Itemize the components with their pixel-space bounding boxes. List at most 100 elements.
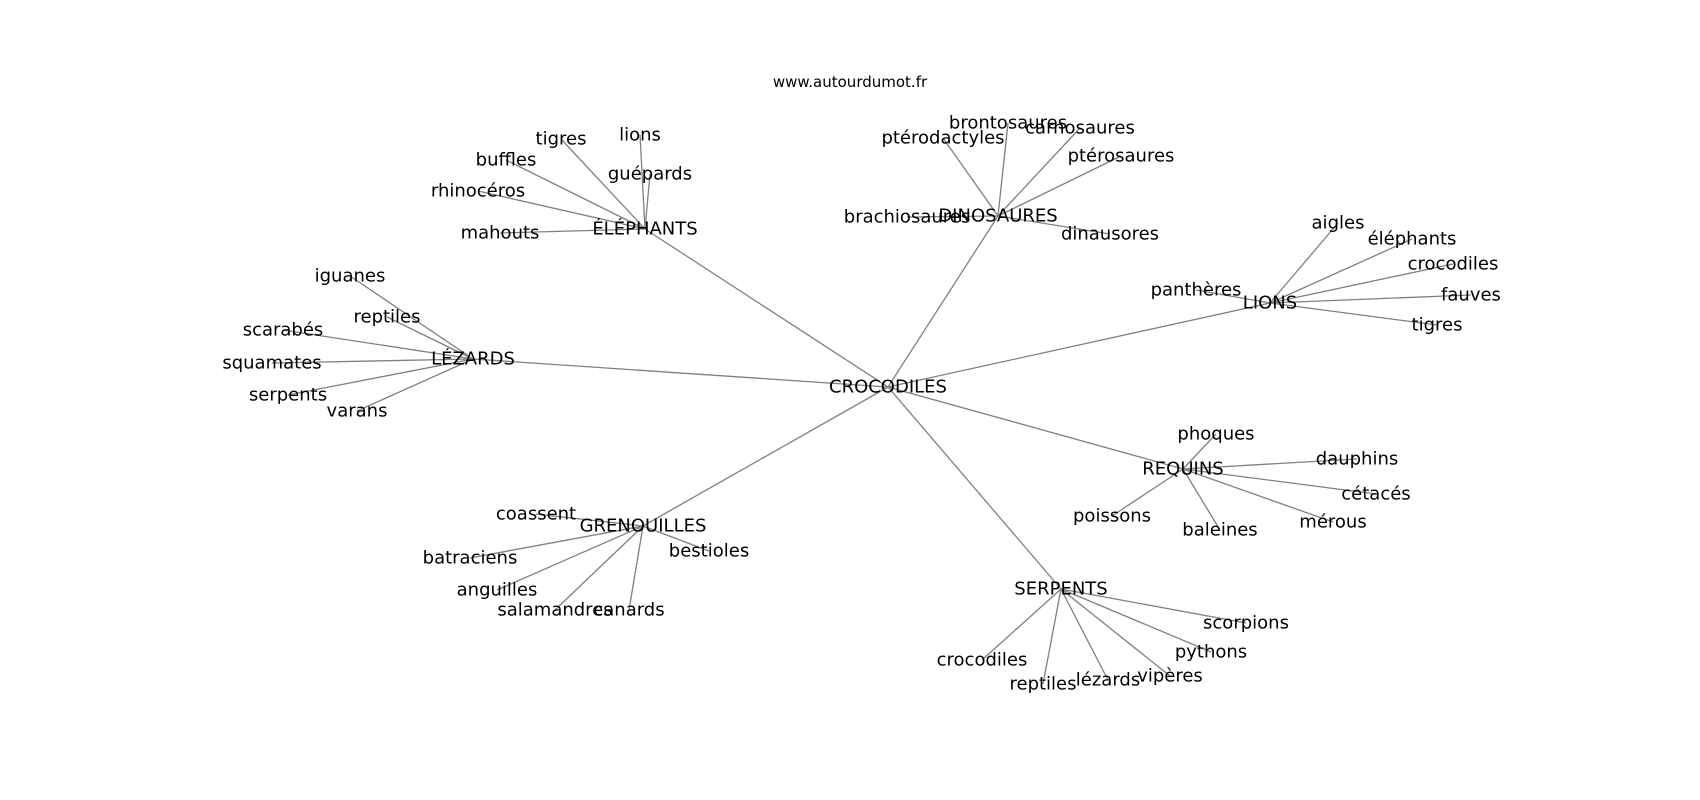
node-leaf-label: tigres bbox=[1412, 315, 1463, 336]
edge-hub-to-leaf bbox=[639, 134, 646, 230]
edge-hub-to-leaf bbox=[505, 159, 646, 230]
node-leaf-label: lions bbox=[619, 125, 661, 146]
edge-hub-to-leaf bbox=[349, 275, 474, 360]
edges-layer bbox=[271, 122, 1472, 685]
edge-hub-to-leaf bbox=[997, 215, 1111, 235]
edge-hub-to-leaf bbox=[287, 358, 474, 396]
edge-hub-to-leaf bbox=[1182, 433, 1217, 470]
edge-center-to-hub bbox=[887, 215, 999, 388]
edge-hub-to-leaf bbox=[1060, 588, 1171, 677]
node-leaf-label: squamates bbox=[222, 353, 321, 374]
node-leaf-label: dinausores bbox=[1061, 224, 1159, 245]
edge-hub-to-leaf bbox=[1269, 238, 1413, 304]
source-caption: www.autourdumot.fr bbox=[772, 73, 928, 91]
edge-center-to-hub bbox=[887, 386, 1184, 470]
edge-hub-to-leaf bbox=[1060, 588, 1109, 681]
edge-hub-to-leaf bbox=[906, 215, 999, 218]
node-leaf-label: anguilles bbox=[457, 580, 538, 601]
node-leaf-label: lézards bbox=[1076, 670, 1140, 691]
node-leaf-label: brachiosaures bbox=[844, 207, 970, 228]
edge-hub-to-leaf bbox=[1182, 468, 1221, 531]
node-leaf-label: canards bbox=[593, 600, 664, 621]
edge-hub-to-leaf bbox=[386, 316, 474, 360]
node-hub-label: LIONS bbox=[1243, 293, 1297, 314]
node-leaf-label: scorpions bbox=[1203, 613, 1289, 634]
node-leaf-label: batraciens bbox=[423, 548, 518, 569]
edge-hub-to-leaf bbox=[1195, 289, 1271, 304]
node-leaf-label: serpents bbox=[249, 385, 327, 406]
edge-hub-to-leaf bbox=[1269, 263, 1454, 304]
edge-center-to-hub bbox=[472, 358, 889, 388]
edge-hub-to-leaf bbox=[554, 525, 644, 611]
edge-hub-to-leaf bbox=[356, 358, 474, 412]
node-leaf-label: bestioles bbox=[669, 541, 749, 562]
edge-hub-to-leaf bbox=[942, 137, 999, 217]
node-hub-label: DINOSAURES bbox=[938, 206, 1057, 227]
edge-hub-to-leaf bbox=[1182, 468, 1377, 495]
node-leaf-label: rhinocéros bbox=[431, 181, 525, 202]
node-leaf-label: phoques bbox=[1177, 424, 1254, 445]
edge-hub-to-leaf bbox=[282, 329, 474, 360]
edge-hub-to-leaf bbox=[1042, 588, 1062, 685]
node-leaf-label: fauves bbox=[1441, 285, 1501, 306]
node-leaf-label: panthères bbox=[1151, 280, 1242, 301]
edge-center-to-hub bbox=[642, 386, 889, 527]
edge-hub-to-leaf bbox=[535, 513, 644, 527]
node-leaf-label: scarabés bbox=[243, 320, 324, 341]
node-leaf-label: reptiles bbox=[1009, 674, 1076, 695]
edge-hub-to-leaf bbox=[1060, 588, 1212, 653]
node-leaf-label: reptiles bbox=[353, 307, 420, 328]
edge-hub-to-leaf bbox=[560, 138, 646, 230]
edge-hub-to-leaf bbox=[499, 228, 646, 234]
node-leaf-label: dauphins bbox=[1316, 449, 1399, 470]
edge-hub-to-leaf bbox=[997, 155, 1122, 217]
node-leaf-label: coassent bbox=[496, 504, 576, 525]
edge-hub-to-leaf bbox=[1060, 588, 1247, 624]
edge-hub-to-leaf bbox=[469, 525, 644, 559]
edge-hub-to-leaf bbox=[981, 588, 1062, 661]
edge-center-to-hub bbox=[887, 386, 1062, 590]
node-hub-label: GRENOUILLES bbox=[580, 516, 707, 537]
edge-hub-to-leaf bbox=[1182, 458, 1358, 470]
node-leaf-label: ptérosaures bbox=[1068, 146, 1175, 167]
node-hub-label: REQUINS bbox=[1142, 459, 1223, 480]
edge-hub-to-leaf bbox=[1269, 294, 1472, 304]
node-leaf-label: mérous bbox=[1299, 512, 1366, 533]
edge-center-to-hub bbox=[644, 228, 889, 388]
edge-hub-to-leaf bbox=[1111, 468, 1184, 517]
edge-hub-to-leaf bbox=[1269, 222, 1339, 304]
node-leaf-label: salamandres bbox=[497, 600, 612, 621]
node-leaf-label: varans bbox=[327, 401, 388, 422]
node-leaf-label: tigres bbox=[536, 129, 587, 150]
edge-hub-to-leaf bbox=[642, 525, 710, 552]
node-leaf-label: mahouts bbox=[461, 223, 540, 244]
edge-hub-to-leaf bbox=[997, 122, 1009, 217]
edge-hub-to-leaf bbox=[477, 190, 646, 230]
node-leaf-label: brontosaures bbox=[949, 113, 1067, 134]
node-leaf-label: guépards bbox=[608, 164, 692, 185]
node-leaf-label: carnosaures bbox=[1025, 118, 1135, 139]
node-hub-label: SERPENTS bbox=[1014, 579, 1107, 600]
node-leaf-label: ptérodactyles bbox=[881, 128, 1004, 149]
node-leaf-label: crocodiles bbox=[937, 650, 1028, 671]
edge-center-to-hub bbox=[887, 302, 1271, 388]
node-leaf-label: aigles bbox=[1312, 213, 1365, 234]
edge-hub-to-leaf bbox=[644, 173, 651, 230]
node-leaf-label: éléphants bbox=[1368, 229, 1457, 250]
edge-hub-to-leaf bbox=[496, 525, 644, 591]
node-leaf-label: cétacés bbox=[1341, 484, 1410, 505]
edge-hub-to-leaf bbox=[1269, 302, 1438, 326]
node-leaf-label: buffles bbox=[476, 150, 537, 171]
node-leaf-label: poissons bbox=[1073, 506, 1151, 527]
edge-hub-to-leaf bbox=[271, 358, 474, 364]
edge-hub-to-leaf bbox=[1182, 468, 1334, 523]
node-leaf-label: iguanes bbox=[315, 266, 386, 287]
node-hub-label: ÉLÉPHANTS bbox=[592, 218, 697, 240]
node-hub-label: LÉZARDS bbox=[431, 348, 515, 370]
node-leaf-label: pythons bbox=[1175, 642, 1247, 663]
node-leaf-label: crocodiles bbox=[1408, 254, 1499, 275]
edge-hub-to-leaf bbox=[628, 525, 644, 611]
edge-hub-to-leaf bbox=[997, 127, 1081, 217]
